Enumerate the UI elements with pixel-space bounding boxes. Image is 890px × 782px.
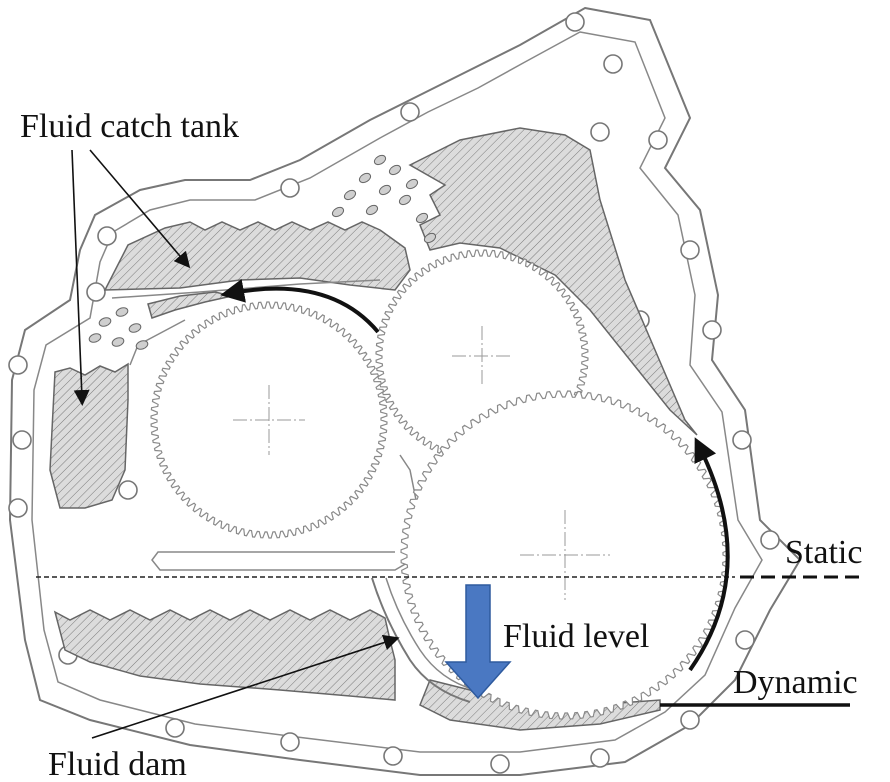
housing-inner-wall: [31, 31, 763, 753]
label-fluid-level: Fluid level: [503, 618, 649, 655]
fluid-dam-wall: [371, 577, 471, 703]
gear-center-marks: [233, 326, 610, 600]
catch-tank-left: [49, 362, 129, 509]
bolt-holes: [8, 12, 780, 774]
catch-tank-upper: [103, 221, 411, 291]
left-gear-housing-rib: [151, 454, 421, 571]
fluid-sheet-upper: [408, 127, 698, 436]
lower-sump-fluid: [53, 609, 396, 701]
housing-outer-flange: [8, 6, 802, 776]
label-fluid-catch-tank: Fluid catch tank: [20, 108, 239, 145]
fluid-droplets-top: [331, 154, 437, 244]
label-fluid-dam: Fluid dam: [48, 746, 187, 782]
fluid-spray-left: [147, 291, 233, 319]
leader-fluid-dam: [91, 634, 400, 739]
upper-rib: [111, 279, 381, 299]
leader-catch-tank-left: [71, 149, 90, 406]
label-static: Static: [785, 534, 862, 571]
fluid-level-arrow: [444, 584, 512, 700]
rotation-arrow-upper: [220, 279, 380, 334]
leader-catch-tank-upper: [89, 149, 191, 269]
fluid-dam-wall-inner: [385, 577, 476, 691]
rotation-arrow-right: [688, 437, 730, 672]
left-tank-wall: [129, 319, 186, 366]
fluid-droplets-left: [88, 307, 149, 350]
label-dynamic: Dynamic: [733, 664, 858, 701]
